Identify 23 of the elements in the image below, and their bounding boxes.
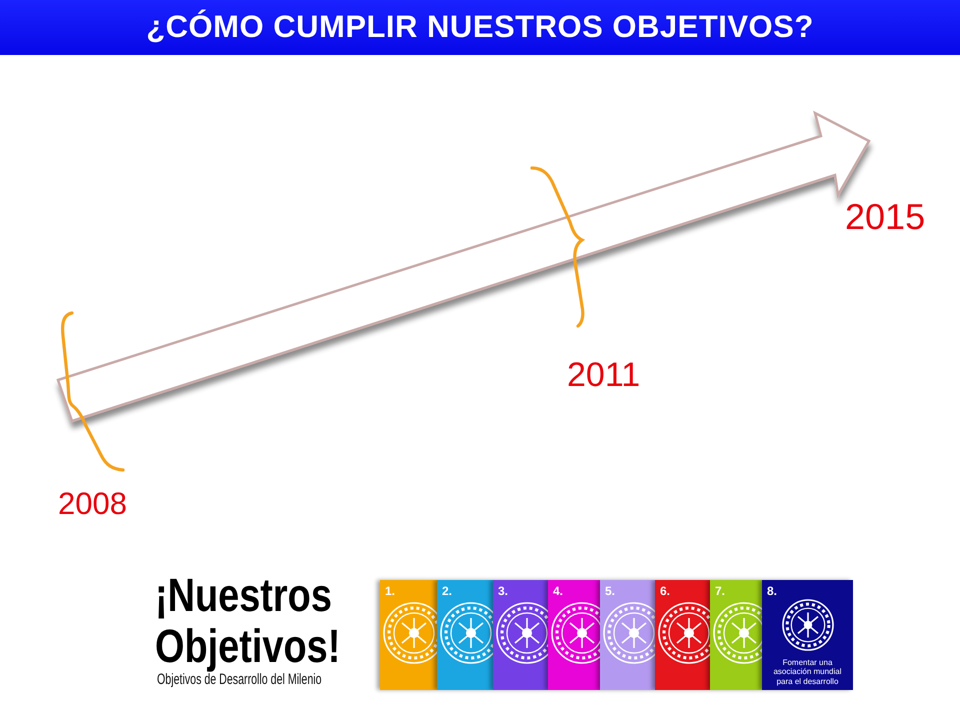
goal-card (710, 580, 762, 690)
goal-number: 7. (715, 584, 726, 598)
year-label: 2015 (845, 197, 926, 237)
campaign-title: ¡Nuestros Objetivos! (155, 571, 342, 672)
goal-number: 2. (442, 584, 452, 598)
goal-card (600, 580, 655, 690)
goal-card (548, 580, 600, 690)
slide-title: ¿CÓMO CUMPLIR NUESTROS OBJETIVOS? (146, 9, 814, 45)
goal-number: 1. (385, 584, 396, 598)
goal-card (437, 580, 493, 690)
goal-card (493, 580, 548, 690)
year-label: 2008 (58, 487, 127, 522)
goal-caption: Fomentar una asociación mundial para el desarrollo (772, 658, 843, 686)
goal-card (380, 580, 437, 690)
goal-card (762, 580, 853, 690)
goal-number: 6. (660, 584, 670, 598)
goal-number: 8. (767, 584, 778, 598)
goal-number: 3. (498, 584, 508, 598)
goal-card (655, 580, 710, 690)
goal-number: 5. (605, 584, 616, 598)
year-label: 2011 (567, 357, 640, 394)
campaign-subtitle: Objetivos de Desarrollo del Milenio (157, 672, 322, 688)
goal-number: 4. (553, 584, 564, 598)
